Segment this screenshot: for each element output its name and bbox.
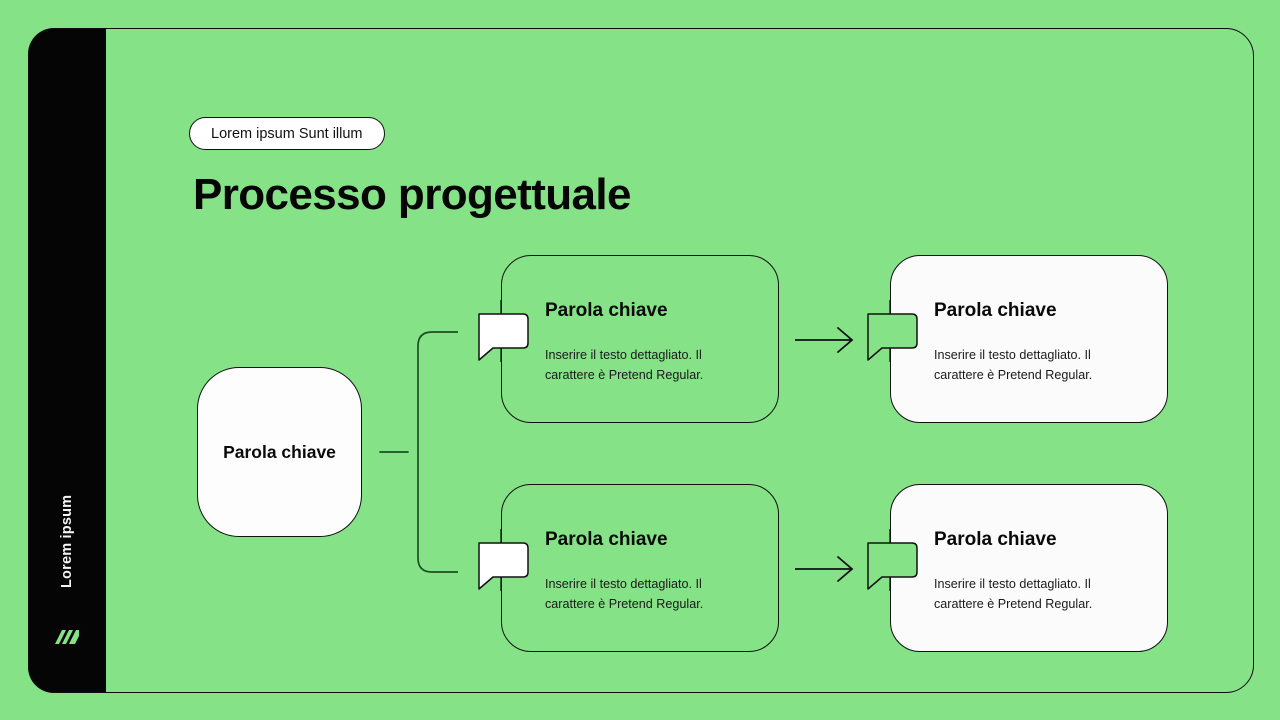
card-title: Parola chiave <box>934 529 1057 550</box>
card-title: Parola chiave <box>934 300 1057 321</box>
speech-bubble-badge-a <box>475 313 529 361</box>
page-title: Processo progettuale <box>193 170 632 219</box>
sidebar: Lorem ipsum <box>28 28 106 693</box>
card-title: Parola chiave <box>545 529 668 550</box>
process-card-b[interactable]: Parola chiave Inserire il testo dettagli… <box>890 255 1168 423</box>
card-body: Inserire il testo dettagliato. Il caratt… <box>545 348 704 382</box>
card-body: Inserire il testo dettagliato. Il caratt… <box>934 348 1093 382</box>
process-card-d[interactable]: Parola chiave Inserire il testo dettagli… <box>890 484 1168 652</box>
card-body: Inserire il testo dettagliato. Il caratt… <box>545 577 704 611</box>
card-body: Inserire il testo dettagliato. Il caratt… <box>934 577 1093 611</box>
sidebar-label: Lorem ipsum <box>59 494 75 588</box>
card-title: Parola chiave <box>545 300 668 321</box>
process-card-a[interactable]: Parola chiave Inserire il testo dettagli… <box>501 255 779 423</box>
root-node[interactable]: Parola chiave <box>197 367 362 537</box>
kicker-label: Lorem ipsum Sunt illum <box>211 125 363 142</box>
speech-bubble-badge-c <box>475 542 529 590</box>
kicker-pill: Lorem ipsum Sunt illum <box>189 117 385 150</box>
root-node-label: Parola chiave <box>223 441 336 462</box>
brand-logo-icon <box>54 627 80 653</box>
process-card-c[interactable]: Parola chiave Inserire il testo dettagli… <box>501 484 779 652</box>
speech-bubble-badge-b <box>864 313 918 361</box>
speech-bubble-badge-d <box>864 542 918 590</box>
